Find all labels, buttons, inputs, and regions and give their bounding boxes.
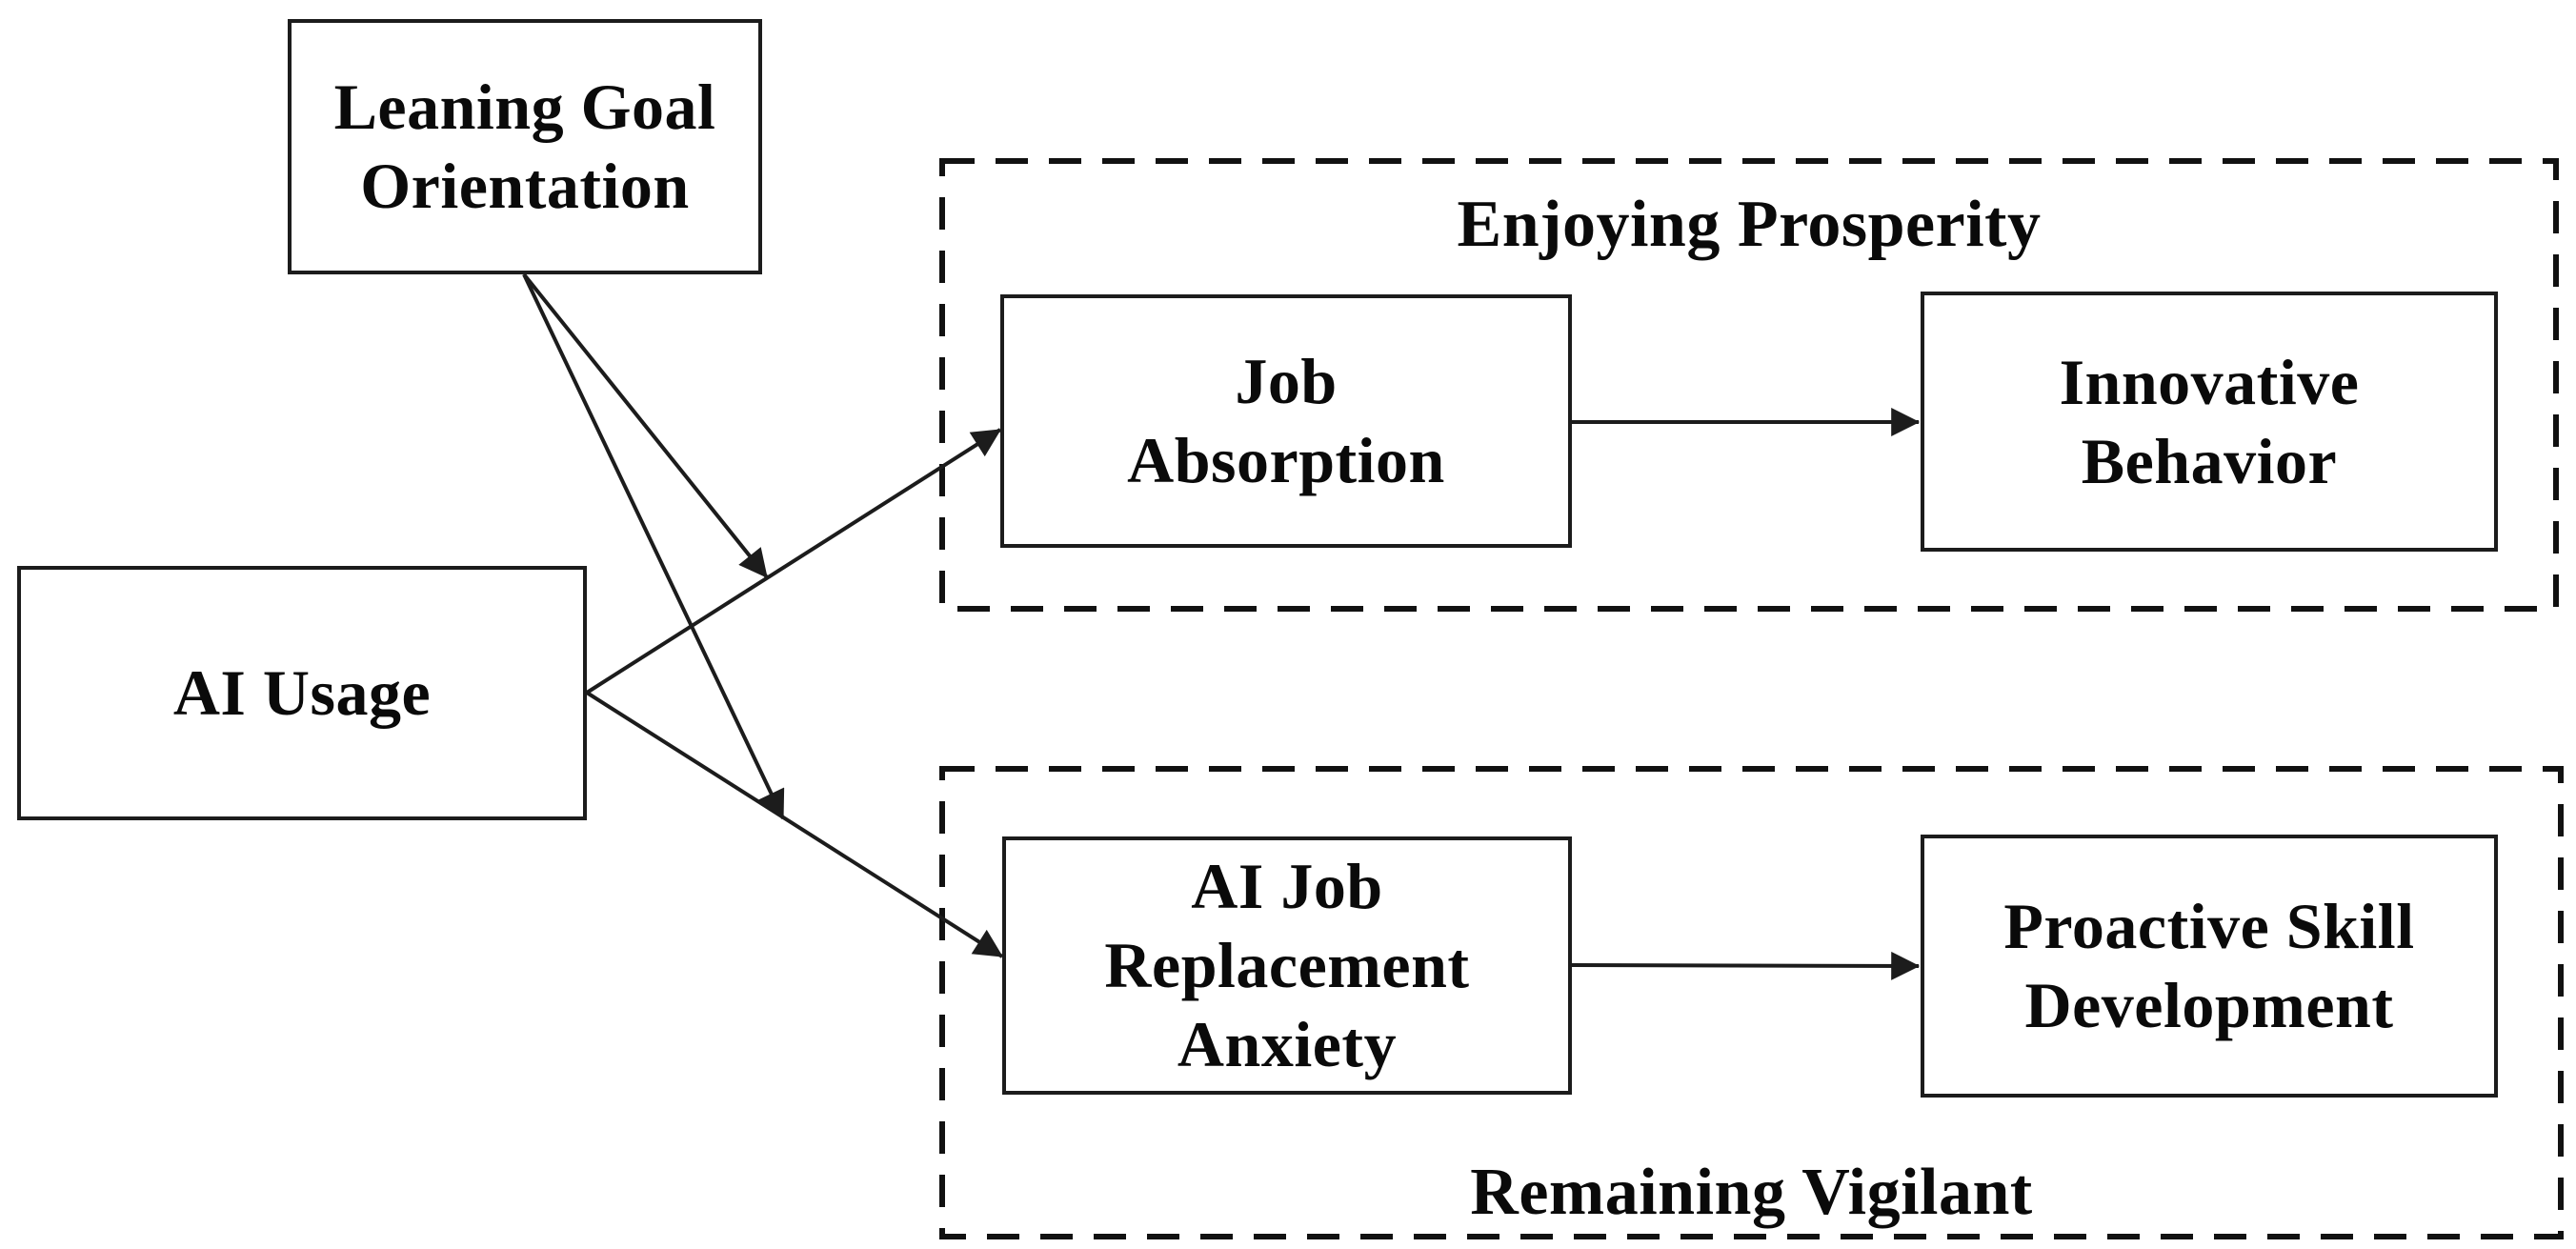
group-label-enjoying-prosperity: Enjoying Prosperity [1457,188,2042,261]
node-job-absorption: Job Absorption [1000,294,1572,548]
group-label-remaining-vigilant: Remaining Vigilant [1470,1156,2033,1229]
node-label-innovative-behavior: Innovative Behavior [2059,345,2360,497]
node-leaning-goal-orientation: Leaning Goal Orientation [288,19,762,274]
node-label-ai-usage: AI Usage [172,656,432,730]
node-label-proactive-skill-development: Proactive Skill Development [2003,890,2415,1041]
node-ai-usage: AI Usage [17,566,587,820]
edge-ai-usage-to-ai-job-replacement-anxiety [585,691,1004,958]
edge-lgo-moderates-path-to-job-absorption [522,272,769,579]
node-label-ai-job-replacement-anxiety: AI Job Replacement Anxiety [1104,850,1470,1080]
node-ai-job-replacement-anxiety: AI Job Replacement Anxiety [1002,836,1572,1095]
node-innovative-behavior: Innovative Behavior [1921,292,2498,552]
node-proactive-skill-development: Proactive Skill Development [1921,835,2498,1098]
node-label-leaning-goal-orientation: Leaning Goal Orientation [333,71,716,222]
edge-anxiety-to-proactive-skill-development [1571,951,1921,980]
node-label-job-absorption: Job Absorption [1127,345,1445,496]
edge-ai-usage-to-job-absorption [585,428,1002,695]
